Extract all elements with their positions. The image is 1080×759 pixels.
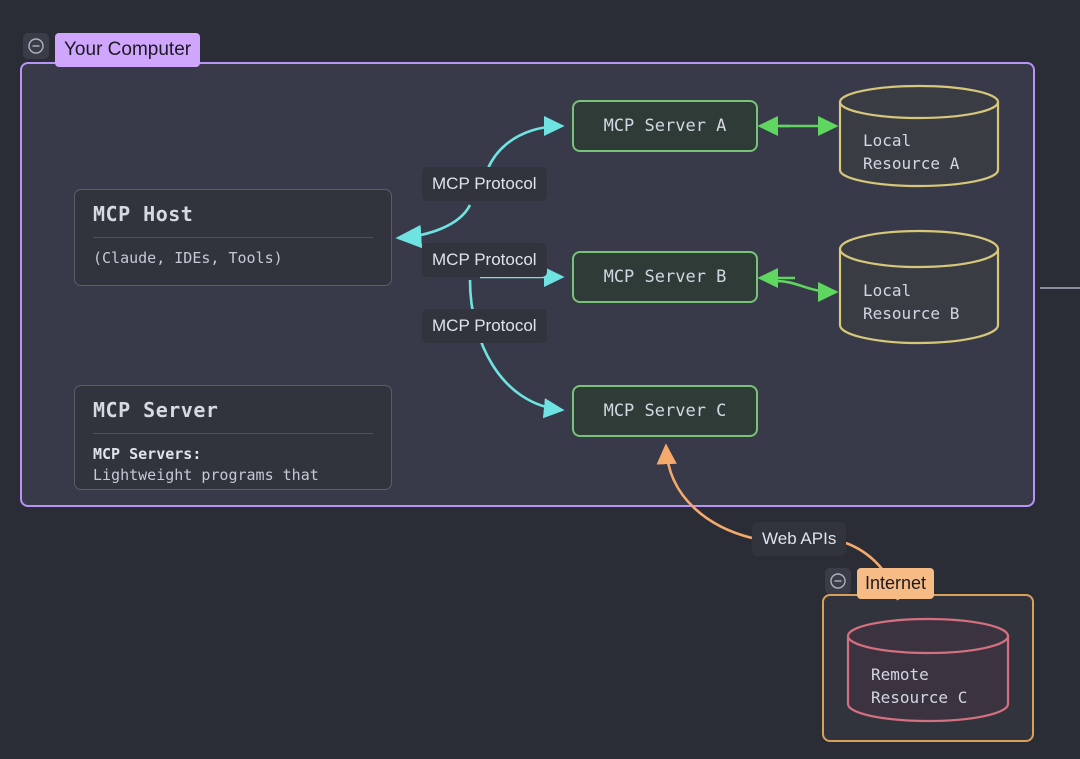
- node-mcp-server-c-label: MCP Server C: [603, 401, 727, 421]
- cylinder-local-resource-b[interactable]: Local Resource B: [838, 229, 1000, 345]
- minus-circle-icon: [829, 572, 847, 590]
- cylinder-local-resource-a-label: Local Resource A: [863, 131, 960, 173]
- node-mcp-server-b-label: MCP Server B: [603, 267, 727, 287]
- edge-label-mcp-protocol-2: MCP Protocol: [422, 243, 547, 277]
- group-label-your-computer: Your Computer: [55, 33, 201, 67]
- divider: [93, 237, 373, 238]
- card-mcp-host-body: (Claude, IDEs, Tools): [93, 249, 283, 267]
- collapse-toggle-your-computer[interactable]: [23, 33, 49, 59]
- edge-label-mcp-protocol-1: MCP Protocol: [422, 167, 547, 201]
- cylinder-local-resource-b-label: Local Resource B: [863, 281, 960, 323]
- divider: [93, 433, 373, 434]
- cylinder-remote-resource-c-label: Remote Resource C: [871, 665, 968, 707]
- cylinder-remote-resource-c[interactable]: Remote Resource C: [846, 617, 1010, 723]
- card-mcp-host-title: MCP Host: [93, 202, 194, 226]
- edge-label-mcp-protocol-3: MCP Protocol: [422, 309, 547, 343]
- card-mcp-host[interactable]: MCP Host (Claude, IDEs, Tools): [74, 189, 392, 286]
- node-mcp-server-a-label: MCP Server A: [603, 116, 727, 136]
- card-mcp-server[interactable]: MCP Server MCP Servers: Lightweight prog…: [74, 385, 392, 490]
- collapse-toggle-internet[interactable]: [825, 568, 851, 594]
- card-mcp-server-title: MCP Server: [93, 398, 219, 422]
- node-mcp-server-a[interactable]: MCP Server A: [572, 100, 758, 152]
- cylinder-local-resource-a[interactable]: Local Resource A: [838, 84, 1000, 188]
- group-label-internet: Internet: [857, 568, 935, 599]
- edge-label-web-apis: Web APIs: [752, 522, 847, 556]
- card-mcp-server-body-text: Lightweight programs that: [93, 466, 319, 484]
- card-mcp-server-body-label: MCP Servers:: [93, 445, 202, 463]
- node-mcp-server-b[interactable]: MCP Server B: [572, 251, 758, 303]
- card-mcp-server-body: MCP Servers: Lightweight programs that: [75, 434, 391, 486]
- minus-circle-icon: [27, 37, 45, 55]
- node-mcp-server-c[interactable]: MCP Server C: [572, 385, 758, 437]
